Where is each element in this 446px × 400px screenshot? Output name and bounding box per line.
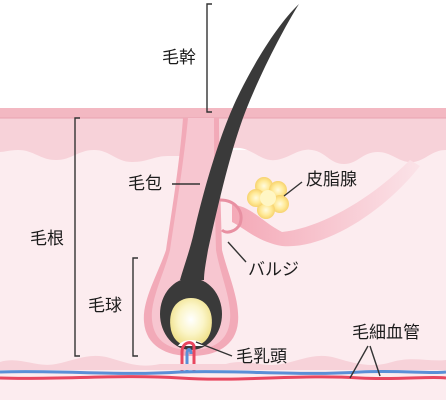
label-sebaceous-gland: 皮脂腺 bbox=[306, 170, 357, 190]
sebaceous-gland bbox=[247, 177, 289, 219]
label-bulge: バルジ bbox=[248, 260, 299, 280]
label-capillary: 毛細血管 bbox=[352, 323, 420, 343]
bracket-hair-bulb bbox=[132, 257, 138, 357]
label-dermal-papilla: 毛乳頭 bbox=[236, 347, 287, 367]
label-hair-follicle: 毛包 bbox=[128, 174, 162, 194]
label-hair-shaft: 毛幹 bbox=[162, 48, 196, 68]
capillary-loop-artery bbox=[180, 341, 196, 372]
leader-capillary-2 bbox=[369, 345, 381, 377]
capillary-loop-vein bbox=[185, 348, 193, 372]
label-hair-root: 毛根 bbox=[30, 229, 64, 249]
dermis-bottom-contour bbox=[0, 355, 446, 370]
leader-bulge bbox=[227, 241, 247, 263]
label-hair-bulb: 毛球 bbox=[88, 296, 122, 316]
capillary-vein bbox=[0, 369, 446, 375]
leader-capillary-1 bbox=[349, 345, 369, 379]
capillary-artery bbox=[0, 375, 446, 381]
bracket-hair-root bbox=[74, 117, 80, 357]
hair-shaft bbox=[180, 4, 299, 280]
bulge-outline bbox=[219, 198, 243, 234]
skin-surface bbox=[0, 108, 446, 118]
dermal-papilla bbox=[170, 298, 212, 346]
sebaceous-duct bbox=[232, 160, 420, 247]
leader-gland bbox=[283, 181, 303, 197]
leader-papilla bbox=[195, 341, 233, 357]
bracket-hair-shaft bbox=[206, 3, 212, 113]
